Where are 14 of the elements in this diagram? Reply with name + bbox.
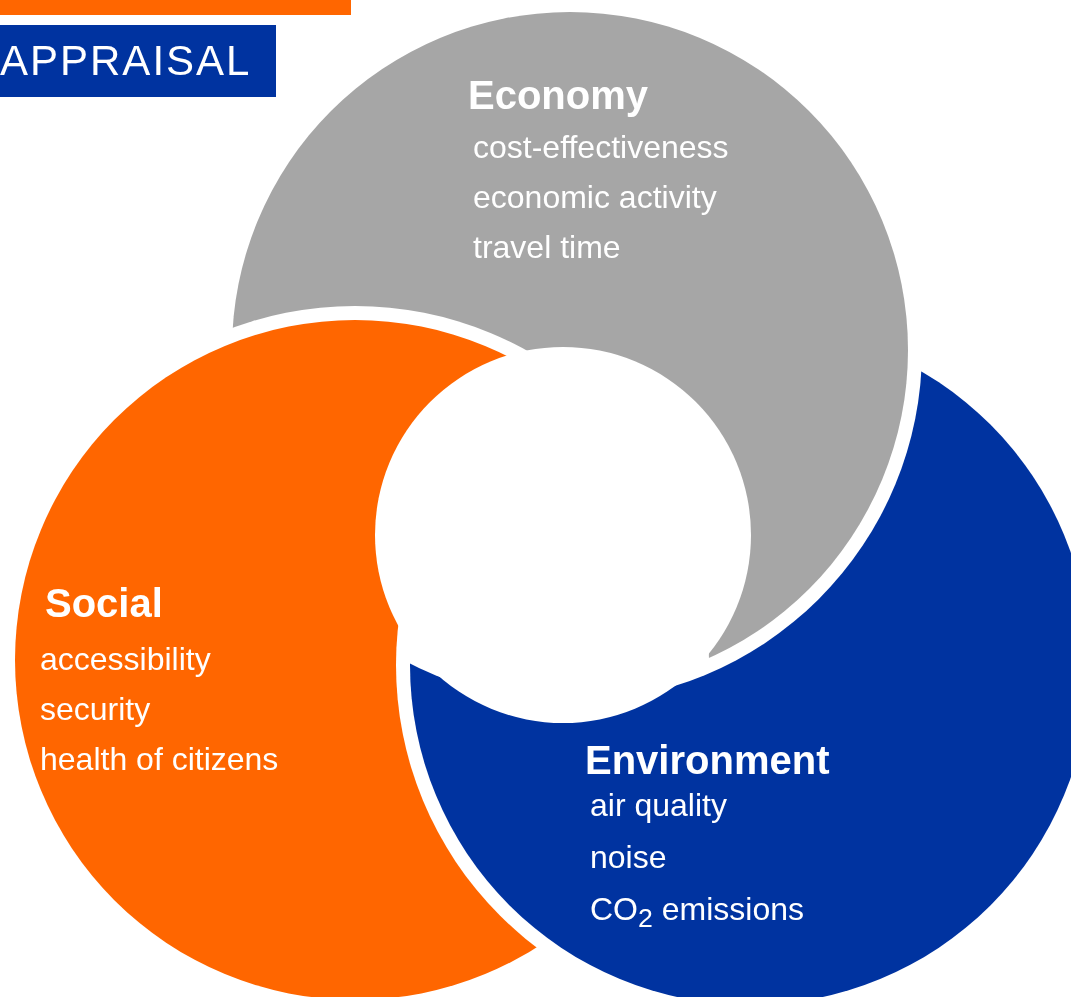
criterion-text: security <box>40 690 151 728</box>
category-heading: Economy <box>468 72 649 118</box>
criterion-text: CO$_{2}$ emissions <box>590 890 804 936</box>
category-heading: Environment <box>585 737 830 783</box>
criterion-text: accessibility <box>40 640 211 678</box>
criterion-text: cost-effectiveness <box>473 128 729 166</box>
banner-bar <box>0 0 351 15</box>
criterion-text: noise <box>590 838 667 876</box>
category-heading: Social <box>45 580 163 626</box>
criterion-text: air quality <box>590 786 727 824</box>
title-banner: APPRAISAL <box>0 25 276 97</box>
criterion-text: travel time <box>473 228 621 266</box>
criterion-text: health of citizens <box>40 740 279 778</box>
criterion-text: economic activity <box>473 178 717 216</box>
